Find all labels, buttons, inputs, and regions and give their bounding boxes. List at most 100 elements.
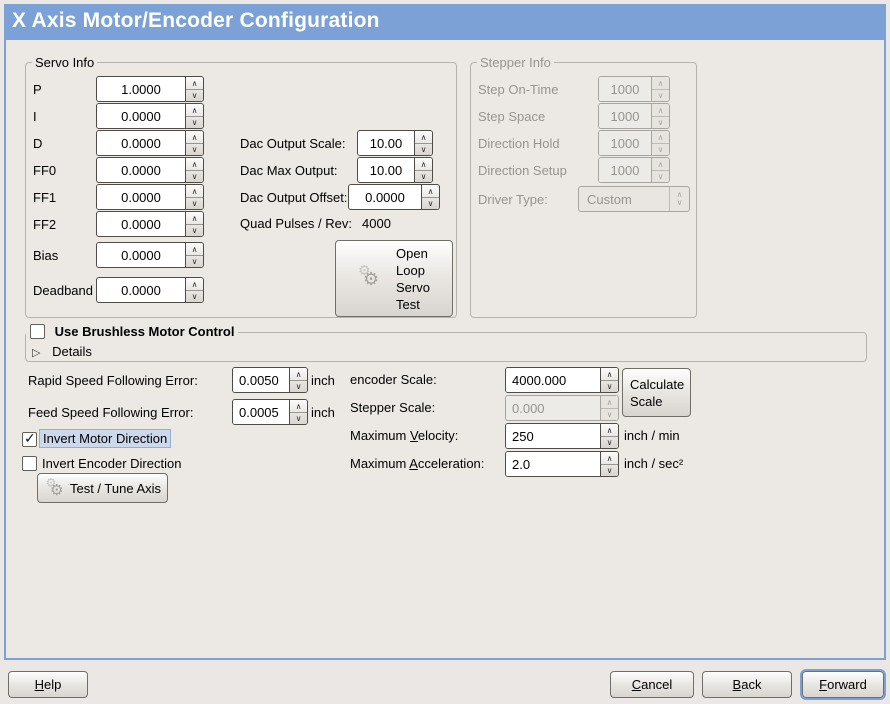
deadband-input[interactable]: 0.0000 [97, 278, 185, 302]
spin-down-button[interactable] [601, 465, 618, 476]
direction-hold-spinbox: 1000 [598, 130, 670, 156]
direction-setup-spinbox: 1000 [598, 157, 670, 183]
details-expander[interactable]: Details [32, 344, 92, 359]
encoder-scale-input[interactable]: 4000.000 [506, 368, 600, 392]
spin-down-button [652, 171, 669, 182]
ff0-input[interactable]: 0.0000 [97, 158, 185, 182]
invert-motor-direction-checkbox[interactable] [22, 430, 37, 447]
spin-up-button[interactable] [186, 243, 203, 256]
spin-down-button[interactable] [601, 381, 618, 392]
dac-max-output-spinbox[interactable]: 10.00 [357, 157, 433, 183]
spin-down-button[interactable] [186, 117, 203, 128]
spin-up-button[interactable] [186, 104, 203, 117]
p-input[interactable]: 1.0000 [97, 77, 185, 101]
spin-down-button[interactable] [601, 437, 618, 448]
spin-up-button[interactable] [186, 212, 203, 225]
dac-output-offset-spinbox[interactable]: 0.0000 [348, 184, 440, 210]
step-on-time-label: Step On-Time [478, 82, 559, 97]
gears-icon [358, 262, 384, 293]
maximum-acceleration-label: Maximum Acceleration: [350, 456, 485, 471]
maximum-velocity-spinbox[interactable]: 250 [505, 423, 619, 449]
spin-up-button[interactable] [601, 452, 618, 465]
spin-down-button[interactable] [422, 198, 439, 209]
spin-up-button[interactable] [186, 185, 203, 198]
spin-up-button[interactable] [186, 158, 203, 171]
d-spinbox[interactable]: 0.0000 [96, 130, 204, 156]
spin-down-button[interactable] [186, 171, 203, 182]
servo-info-frame [25, 62, 457, 318]
calculate-scale-button[interactable]: Calculate Scale [622, 368, 691, 417]
spin-up-button[interactable] [290, 400, 307, 413]
dac-output-scale-spinbox[interactable]: 10.00 [357, 130, 433, 156]
step-space-input: 1000 [599, 104, 651, 128]
spin-down-button[interactable] [415, 144, 432, 155]
spin-up-button[interactable] [290, 368, 307, 381]
spin-up-button [652, 77, 669, 90]
spin-down-button[interactable] [186, 90, 203, 101]
bias-input[interactable]: 0.0000 [97, 243, 185, 267]
dac-output-offset-input[interactable]: 0.0000 [349, 185, 421, 209]
spin-up-button[interactable] [186, 278, 203, 291]
spin-up-button[interactable] [601, 368, 618, 381]
forward-button[interactable]: Forward [800, 669, 886, 700]
stepper-info-frame [470, 62, 697, 318]
i-input[interactable]: 0.0000 [97, 104, 185, 128]
spin-down-button[interactable] [415, 171, 432, 182]
invert-encoder-direction-checkbox[interactable] [22, 456, 37, 471]
spin-down-button[interactable] [186, 144, 203, 155]
test-tune-axis-button[interactable]: Test / Tune Axis [37, 473, 168, 503]
dac-max-output-input[interactable]: 10.00 [358, 158, 414, 182]
invert-motor-direction-label[interactable]: Invert Motor Direction [39, 429, 172, 448]
spin-up-button[interactable] [422, 185, 439, 198]
p-spinbox[interactable]: 1.0000 [96, 76, 204, 102]
spin-down-button[interactable] [186, 291, 203, 302]
use-brushless-checkbox[interactable] [30, 324, 45, 339]
spin-up-button [652, 158, 669, 171]
rapid-following-error-spinbox[interactable]: 0.0050 [232, 367, 308, 393]
feed-following-error-input[interactable]: 0.0005 [233, 400, 289, 424]
ff0-spinbox[interactable]: 0.0000 [96, 157, 204, 183]
feed-following-error-label: Feed Speed Following Error: [28, 405, 194, 420]
help-label: Help [34, 677, 62, 692]
i-spinbox[interactable]: 0.0000 [96, 103, 204, 129]
spin-down-button [652, 144, 669, 155]
spin-up-button[interactable] [415, 131, 432, 144]
spin-up-button[interactable] [186, 77, 203, 90]
feed-following-error-spinbox[interactable]: 0.0005 [232, 399, 308, 425]
combobox-arrows-icon [669, 187, 689, 211]
ff2-spinbox[interactable]: 0.0000 [96, 211, 204, 237]
spin-down-button[interactable] [290, 381, 307, 392]
spin-up-button[interactable] [601, 424, 618, 437]
maximum-velocity-input[interactable]: 250 [506, 424, 600, 448]
spin-down-button[interactable] [186, 225, 203, 236]
ff1-spinbox[interactable]: 0.0000 [96, 184, 204, 210]
open-loop-servo-test-button[interactable]: Open Loop Servo Test [335, 240, 453, 317]
spin-down-button[interactable] [186, 198, 203, 209]
d-input[interactable]: 0.0000 [97, 131, 185, 155]
invert-encoder-direction-label[interactable]: Invert Encoder Direction [42, 456, 182, 471]
help-button[interactable]: Help [8, 671, 88, 698]
rapid-following-error-label: Rapid Speed Following Error: [28, 373, 198, 388]
quad-pulses-value: 4000 [362, 216, 391, 231]
spin-up-button[interactable] [415, 158, 432, 171]
encoder-scale-spinbox[interactable]: 4000.000 [505, 367, 619, 393]
spin-down-button[interactable] [290, 413, 307, 424]
spin-up-button [652, 104, 669, 117]
ff2-input[interactable]: 0.0000 [97, 212, 185, 236]
maximum-acceleration-spinbox[interactable]: 2.0 [505, 451, 619, 477]
ff1-input[interactable]: 0.0000 [97, 185, 185, 209]
spin-up-button[interactable] [186, 131, 203, 144]
ff2-label: FF2 [33, 217, 57, 232]
rapid-following-error-input[interactable]: 0.0050 [233, 368, 289, 392]
maximum-acceleration-input[interactable]: 2.0 [506, 452, 600, 476]
forward-label: Forward [819, 677, 867, 692]
bias-spinbox[interactable]: 0.0000 [96, 242, 204, 268]
ff1-label: FF1 [33, 190, 57, 205]
spin-down-button[interactable] [186, 256, 203, 267]
deadband-spinbox[interactable]: 0.0000 [96, 277, 204, 303]
dac-output-scale-input[interactable]: 10.00 [358, 131, 414, 155]
gears-icon [46, 475, 65, 499]
cancel-button[interactable]: Cancel [610, 671, 694, 698]
stepper-scale-label: Stepper Scale: [350, 400, 436, 415]
back-button[interactable]: Back [702, 671, 792, 698]
